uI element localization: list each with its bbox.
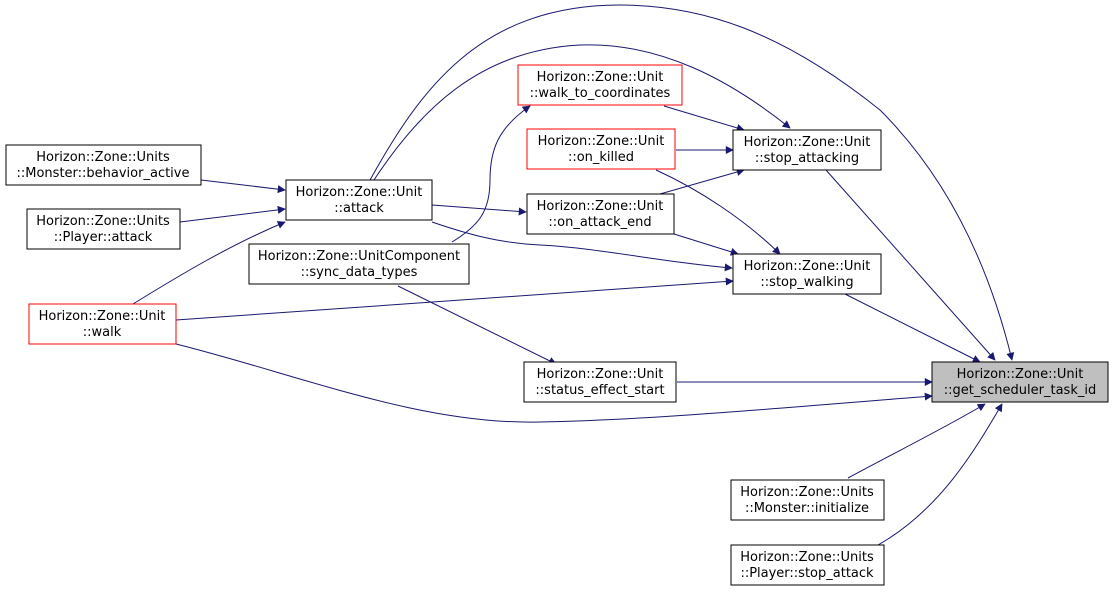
node-sync-data-types-line1: Horizon::Zone::UnitComponent: [258, 249, 460, 264]
edge-walk-to-coordinates-to-stop-attacking: [663, 105, 745, 132]
nodes: Horizon::Zone::Unit ::get_scheduler_task…: [5, 64, 1109, 586]
node-on-attack-end-line2: ::on_attack_end: [548, 215, 651, 230]
node-status-effect-start-line1: Horizon::Zone::Unit: [537, 367, 664, 382]
node-get-scheduler-task-id-line2: ::get_scheduler_task_id: [944, 383, 1096, 398]
node-monster-initialize-line2: ::Monster::initialize: [745, 501, 869, 516]
node-stop-walking-line1: Horizon::Zone::Unit: [744, 259, 871, 274]
edge-walk-to-stop-walking: [175, 277, 734, 321]
edge-attack-to-stop-attacking: [373, 44, 791, 181]
node-player-stop-attack-line2: ::Player::stop_attack: [740, 566, 874, 581]
node-stop-walking-line2: ::stop_walking: [760, 275, 853, 290]
edge-player-attack-to-attack: [179, 205, 286, 223]
node-monster-behavior-active-line1: Horizon::Zone::Units: [36, 150, 170, 165]
node-status-effect-start-line2: ::status_effect_start: [535, 383, 664, 398]
node-walk-to-coordinates-line1: Horizon::Zone::Unit: [537, 70, 664, 85]
edge-monster-behavior-active-to-attack: [200, 179, 286, 194]
node-walk-to-coordinates-line2: ::walk_to_coordinates: [530, 86, 671, 101]
node-monster-initialize-line1: Horizon::Zone::Units: [740, 485, 874, 500]
edge-on-killed-to-stop-walking: [655, 169, 781, 255]
edge-on-attack-end-to-stop-attacking: [659, 168, 745, 195]
edge-sync-data-types-to-status-effect-start: [397, 285, 557, 365]
edge-attack-to-get-scheduler-task-id: [369, 4, 1015, 361]
node-on-killed[interactable]: Horizon::Zone::Unit ::on_killed: [526, 128, 676, 170]
node-monster-initialize[interactable]: Horizon::Zone::Units ::Monster::initiali…: [730, 479, 885, 521]
node-monster-behavior-active[interactable]: Horizon::Zone::Units ::Monster::behavior…: [5, 144, 202, 186]
node-walk-to-coordinates[interactable]: Horizon::Zone::Unit ::walk_to_coordinate…: [517, 64, 683, 106]
edges: [132, 4, 1015, 546]
node-stop-attacking[interactable]: Horizon::Zone::Unit ::stop_attacking: [732, 129, 882, 171]
edge-player-stop-attack-to-get-scheduler-task-id: [877, 403, 1003, 546]
node-on-attack-end-line1: Horizon::Zone::Unit: [537, 199, 664, 214]
node-status-effect-start[interactable]: Horizon::Zone::Unit ::status_effect_star…: [523, 361, 677, 403]
edge-monster-initialize-to-get-scheduler-task-id: [847, 403, 986, 479]
node-get-scheduler-task-id[interactable]: Horizon::Zone::Unit ::get_scheduler_task…: [931, 361, 1109, 403]
node-player-stop-attack[interactable]: Horizon::Zone::Units ::Player::stop_atta…: [730, 544, 885, 586]
edge-attack-to-on-attack-end: [431, 204, 527, 216]
node-on-killed-line1: Horizon::Zone::Unit: [538, 134, 665, 149]
node-attack-line2: ::attack: [334, 201, 384, 216]
edge-on-attack-end-to-stop-walking: [673, 233, 739, 256]
node-walk-line1: Horizon::Zone::Unit: [39, 309, 166, 324]
edge-stop-walking-to-get-scheduler-task-id: [844, 293, 981, 363]
node-player-attack[interactable]: Horizon::Zone::Units ::Player::attack: [26, 208, 181, 250]
edge-walk-to-attack: [132, 221, 286, 305]
node-on-killed-line2: ::on_killed: [568, 150, 634, 165]
node-attack-line1: Horizon::Zone::Unit: [296, 185, 423, 200]
node-walk[interactable]: Horizon::Zone::Unit ::walk: [28, 303, 177, 345]
node-player-attack-line2: ::Player::attack: [54, 230, 153, 245]
edge-stop-attacking-to-get-scheduler-task-id: [825, 169, 996, 361]
edge-attack-to-stop-walking: [431, 221, 733, 272]
node-sync-data-types[interactable]: Horizon::Zone::UnitComponent ::sync_data…: [248, 243, 470, 285]
node-sync-data-types-line2: ::sync_data_types: [301, 265, 418, 280]
node-walk-line2: ::walk: [83, 325, 122, 340]
edge-walk-to-get-scheduler-task-id: [175, 343, 933, 423]
node-attack[interactable]: Horizon::Zone::Unit ::attack: [285, 179, 433, 221]
node-stop-attacking-line2: ::stop_attacking: [755, 151, 859, 166]
node-monster-behavior-active-line2: ::Monster::behavior_active: [17, 166, 190, 181]
node-player-stop-attack-line1: Horizon::Zone::Units: [740, 550, 874, 565]
node-stop-attacking-line1: Horizon::Zone::Unit: [744, 135, 871, 150]
node-get-scheduler-task-id-line1: Horizon::Zone::Unit: [957, 367, 1084, 382]
node-stop-walking[interactable]: Horizon::Zone::Unit ::stop_walking: [732, 253, 882, 295]
edge-sync-data-types-to-walk-to-coordinates: [451, 105, 531, 243]
node-on-attack-end[interactable]: Horizon::Zone::Unit ::on_attack_end: [526, 193, 675, 235]
node-player-attack-line1: Horizon::Zone::Units: [36, 214, 170, 229]
